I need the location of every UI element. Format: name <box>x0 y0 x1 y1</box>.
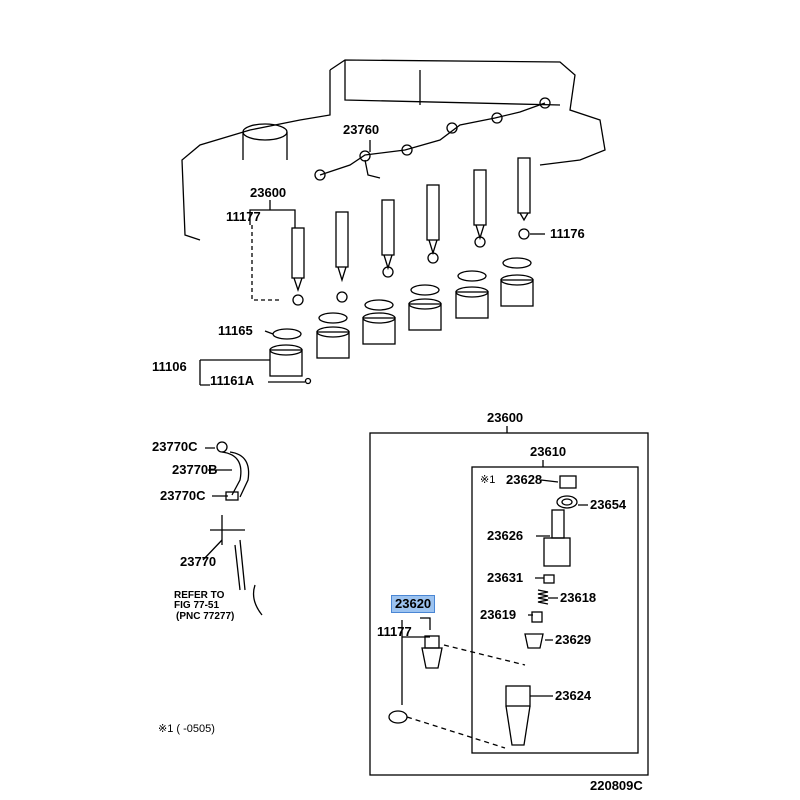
label-23629[interactable]: 23629 <box>555 632 592 647</box>
label-11176-gasket[interactable]: 11176 <box>550 226 585 241</box>
label-23770b-hose[interactable]: 23770B <box>172 462 218 477</box>
label-11165-seat[interactable]: 11165 <box>218 323 253 338</box>
label-23620-highlighted[interactable]: 23620 <box>391 595 436 613</box>
label-23654[interactable]: 23654 <box>590 497 627 512</box>
note-mark: ※1 <box>480 474 496 486</box>
label-23624[interactable]: 23624 <box>555 688 592 703</box>
footnote: ※1 ( -0505) <box>158 723 215 735</box>
label-23600-injector-assy[interactable]: 23600 <box>250 185 287 200</box>
detail-boxes <box>369 426 649 776</box>
engine-leader-lines <box>199 140 545 386</box>
label-23610-sub-assy[interactable]: 23610 <box>530 444 567 459</box>
label-23760-fuel-pipe[interactable]: 23760 <box>343 122 380 137</box>
refer-note-line3: (PNC 77277) <box>176 611 235 622</box>
detail-parts-drawing <box>388 475 588 749</box>
label-23770c-clamp-2[interactable]: 23770C <box>160 488 206 503</box>
fuel-pipe-drawing <box>314 97 551 181</box>
hose-drawing <box>202 441 263 616</box>
label-11177-gasket[interactable]: 11177 <box>226 209 261 224</box>
label-11161a-pin[interactable]: 11161A <box>210 373 255 388</box>
label-23600-assy[interactable]: 23600 <box>487 410 524 425</box>
label-23770c-clamp[interactable]: 23770C <box>152 439 198 454</box>
label-23770-pipe[interactable]: 23770 <box>180 554 217 569</box>
label-23618[interactable]: 23618 <box>560 590 597 605</box>
figure-code: 220809C <box>590 778 643 793</box>
refer-note-line2: FIG 77-51 <box>174 600 220 611</box>
engine-block-drawing <box>181 59 606 241</box>
label-11106-holder[interactable]: 11106 <box>152 359 187 374</box>
label-11177-gasket-detail[interactable]: 11177 <box>377 624 412 639</box>
label-23628[interactable]: 23628 <box>506 472 543 487</box>
refer-note-line1: REFER TO <box>174 590 225 601</box>
label-23631[interactable]: 23631 <box>487 570 524 585</box>
label-23626[interactable]: 23626 <box>487 528 524 543</box>
label-23619[interactable]: 23619 <box>480 607 517 622</box>
injectors-drawing <box>291 157 531 306</box>
holders-drawing <box>269 257 534 385</box>
